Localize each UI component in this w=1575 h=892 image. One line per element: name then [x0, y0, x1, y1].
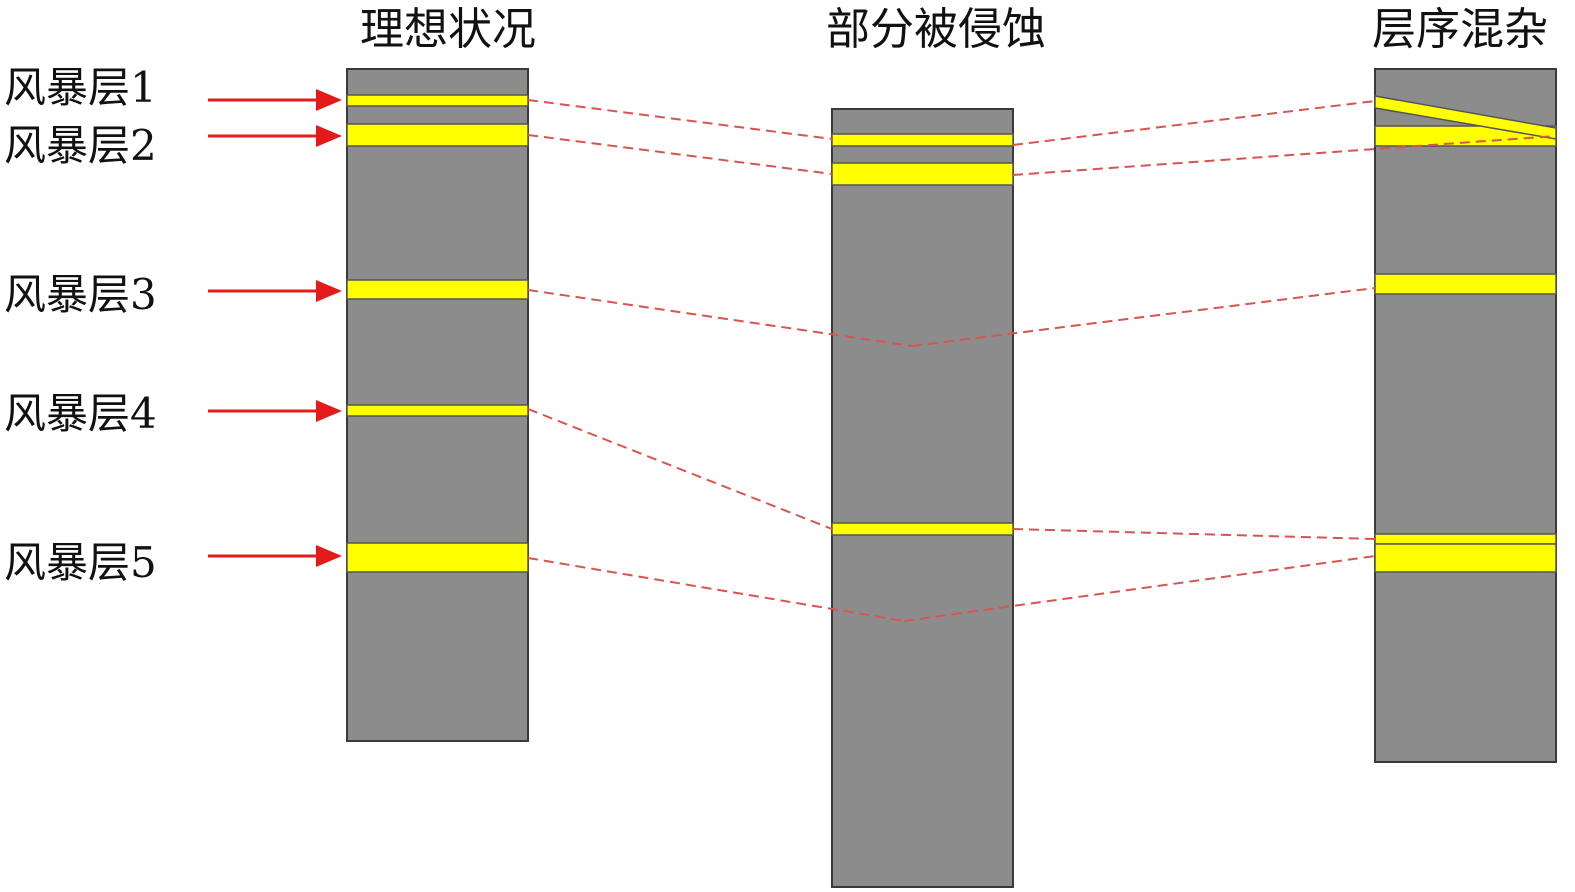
column-mixed [1374, 68, 1557, 763]
correlation-line-3-left [527, 289, 913, 347]
arrow-icon-3 [208, 280, 342, 302]
column-title-eroded: 部分被侵蚀 [826, 4, 1046, 55]
column-title-ideal: 理想状况 [360, 4, 536, 55]
mixed-storm-layer-4 [1374, 533, 1557, 545]
correlation-line-3-right [911, 287, 1376, 347]
correlation-line-2-left [527, 134, 833, 175]
storm-layer-label-2: 风暴层2 [4, 121, 157, 170]
eroded-storm-layer-2 [831, 162, 1014, 186]
arrow-icon-4 [208, 400, 342, 422]
mixed-storm-layer-1-tilted [1374, 95, 1557, 140]
correlation-line-4-left [527, 408, 833, 530]
storm-layer-label-5: 风暴层5 [4, 538, 157, 587]
column-ideal [346, 68, 529, 742]
correlation-line-1-left [527, 99, 833, 140]
ideal-storm-layer-1 [346, 94, 529, 107]
column-title-mixed: 层序混杂 [1372, 4, 1548, 55]
arrow-icon-1 [208, 89, 342, 111]
eroded-storm-layer-1 [831, 133, 1014, 147]
ideal-storm-layer-4 [346, 404, 529, 417]
correlation-lines [527, 99, 1557, 622]
ideal-storm-layer-5 [346, 542, 529, 573]
ideal-storm-layer-2 [346, 123, 529, 147]
storm-layer-label-4: 风暴层4 [4, 389, 157, 438]
ideal-storm-layer-3 [346, 279, 529, 300]
correlation-line-2-right [1012, 135, 1557, 176]
eroded-storm-layer-4 [831, 522, 1014, 536]
arrow-icon-5 [208, 545, 342, 567]
arrow-icon-2 [208, 125, 342, 147]
mixed-storm-layer-3 [1374, 273, 1557, 295]
correlation-line-1-right [1012, 100, 1376, 146]
storm-layer-label-3: 风暴层3 [4, 270, 157, 319]
storm-layer-label-1: 风暴层1 [4, 63, 157, 112]
column-eroded [831, 108, 1014, 888]
mixed-storm-layer-5 [1374, 543, 1557, 573]
correlation-line-4-right [1012, 528, 1376, 540]
